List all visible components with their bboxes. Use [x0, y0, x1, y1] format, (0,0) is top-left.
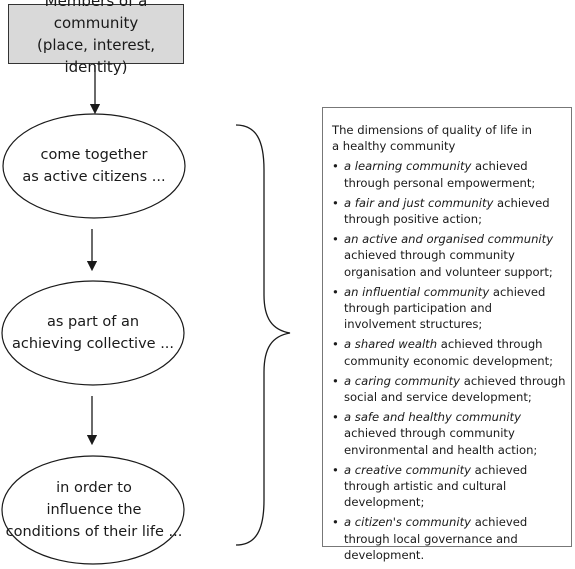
dimension-means: achieved through community economic deve…	[344, 337, 554, 368]
stage-ellipse-3	[1, 455, 185, 565]
dimension-item: • a fair and just community achieved thro…	[332, 195, 567, 227]
dimension-means: achieved through participation and invol…	[344, 284, 546, 332]
dimension-means: achieved through artistic and cultural d…	[344, 462, 528, 510]
dimension-means: achieved through personal empowerment;	[344, 159, 536, 190]
dimension-item: • an active and organised community achie…	[332, 231, 567, 280]
bullet-icon: •	[332, 462, 339, 477]
stage-label-3: in order to influence the conditions of …	[4, 460, 184, 560]
dimension-means: achieved through positive action;	[344, 195, 550, 227]
dimension-means: achieved through community organisation …	[344, 248, 553, 279]
stage-2-line-1: as part of an	[46, 314, 140, 330]
dimension-item: • an influential community achieved throu…	[332, 284, 567, 333]
dimension-name: a caring community	[344, 373, 461, 388]
bullet-icon: •	[332, 284, 339, 299]
top-box-line-2: (place, interest, identity)	[36, 36, 156, 76]
dimension-item: • a learning community achieved through p…	[332, 158, 567, 190]
dimension-item: • a shared wealth achieved through commun…	[332, 336, 567, 368]
panel-title-line-2: a healthy community	[332, 139, 456, 154]
stage-1-line-2: as active citizens ...	[22, 169, 166, 185]
stage-3-line-1: in order to	[56, 480, 132, 496]
dimension-name: a fair and just community	[344, 195, 494, 210]
panel-title: The dimensions of quality of life in a h…	[332, 122, 567, 154]
stage-label-1: come together as active citizens ...	[8, 118, 180, 214]
quality-of-life-panel: The dimensions of quality of life in a h…	[322, 107, 572, 562]
bullet-icon: •	[332, 195, 339, 210]
stage-ellipse-1	[2, 113, 186, 219]
dimension-name: a creative community	[344, 462, 471, 477]
dimension-item: • a creative community achieved through a…	[332, 462, 567, 511]
dimension-means: achieved through local governance and de…	[344, 515, 528, 562]
dimension-name: a citizen's community	[344, 515, 472, 530]
bullet-icon: •	[332, 373, 339, 388]
community-members-box: Members of a community (place, interest,…	[8, 0, 184, 76]
dimension-means: achieved through social and service deve…	[344, 373, 566, 405]
stage-label-2: as part of an achieving collective ...	[7, 285, 179, 381]
top-box-line-1: Members of a community	[44, 0, 148, 32]
bullet-icon: •	[332, 515, 339, 530]
bullet-icon: •	[332, 159, 339, 174]
dimension-name: a shared wealth	[344, 337, 438, 352]
panel-title-line-1: The dimensions of quality of life in	[332, 123, 533, 137]
dimension-list: • a learning community achieved through p…	[332, 158, 567, 563]
dimension-item: • a caring community achieved through soc…	[332, 373, 567, 405]
stage-2-line-2: achieving collective ...	[11, 336, 175, 352]
stage-3-line-3: conditions of their life ...	[5, 524, 183, 540]
dimension-name: an influential community	[344, 284, 490, 299]
dimension-item: • a safe and healthy community achieved t…	[332, 409, 567, 458]
curly-brace	[235, 124, 291, 546]
dimension-name: a safe and healthy community	[344, 410, 521, 425]
dimension-name: an active and organised community	[344, 232, 554, 247]
bullet-icon: •	[332, 410, 339, 425]
dimension-means: achieved through community environmental…	[344, 426, 538, 457]
bullet-icon: •	[332, 232, 339, 247]
dimension-name: a learning community	[344, 159, 472, 174]
dimension-item: • a citizen's community achieved through …	[332, 514, 567, 563]
stage-1-line-1: come together	[40, 147, 148, 163]
stage-3-line-2: influence the	[46, 502, 142, 518]
stage-ellipse-2	[1, 280, 185, 386]
bullet-icon: •	[332, 337, 339, 352]
